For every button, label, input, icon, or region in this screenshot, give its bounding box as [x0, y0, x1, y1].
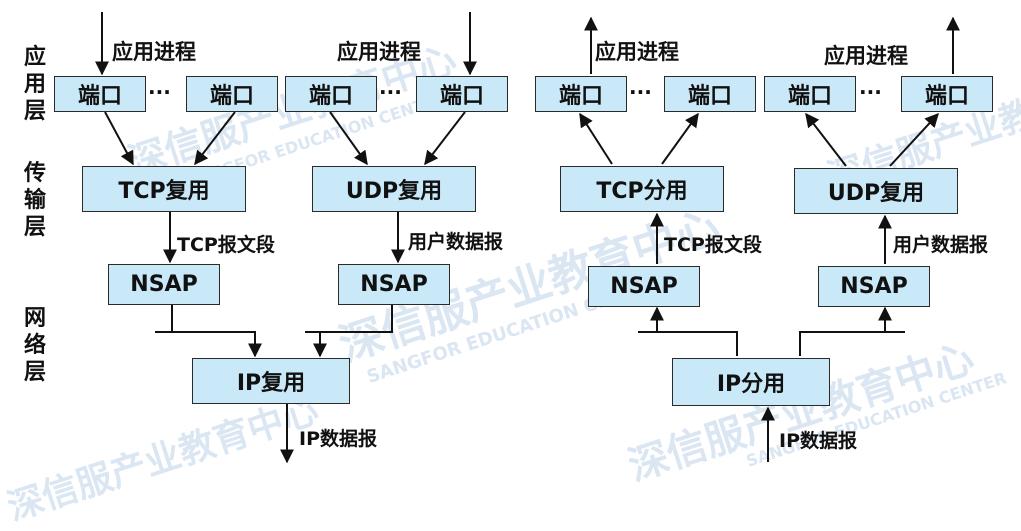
udp-mux-box: UDP复用 [794, 168, 958, 214]
ip-datagram-label: IP数据报 [779, 430, 857, 452]
nsap-box: NSAP [588, 266, 700, 307]
nsap-box: NSAP [108, 264, 220, 305]
app-process-label: 应用进程 [112, 40, 196, 64]
tcp-segment-label: TCP报文段 [664, 234, 762, 256]
ip-demux-box: IP分用 [672, 358, 830, 406]
udp-datagram-label: 用户数据报 [893, 234, 989, 256]
app-process-label: 应用进程 [337, 40, 421, 64]
ip-datagram-label: IP数据报 [299, 428, 377, 450]
port-box: 端口 [416, 76, 508, 112]
layer-label-transport: 传输层 [23, 161, 46, 240]
app-process-label: 应用进程 [824, 44, 908, 68]
ellipsis: ··· [859, 80, 882, 104]
port-box: 端口 [664, 76, 756, 112]
layer-label-network: 网络层 [23, 306, 46, 385]
ip-mux-box: IP复用 [192, 358, 350, 404]
multiplexing-diagram: 深信服产业教育中心 SANGFOR EDUCATION CENTER 深信服产业… [3, 12, 1021, 529]
nsap-box: NSAP [338, 264, 450, 305]
port-box: 端口 [901, 76, 993, 112]
ellipsis: ··· [629, 80, 652, 104]
port-box: 端口 [54, 76, 146, 112]
port-box: 端口 [764, 76, 856, 112]
tcp-mux-box: TCP复用 [82, 166, 246, 212]
nsap-box: NSAP [818, 266, 930, 307]
app-process-label: 应用进程 [595, 40, 679, 64]
ellipsis: ··· [379, 80, 402, 104]
connector-lines [95, 12, 960, 464]
udp-datagram-label: 用户数据报 [408, 231, 504, 253]
layer-label-application: 应用层 [23, 45, 46, 124]
tcp-segment-label: TCP报文段 [177, 234, 275, 256]
ellipsis: ··· [148, 80, 171, 104]
tcp-demux-box: TCP分用 [560, 166, 724, 212]
port-box: 端口 [535, 76, 627, 112]
port-box: 端口 [186, 76, 278, 112]
port-box: 端口 [285, 76, 377, 112]
udp-mux-box: UDP复用 [312, 166, 476, 212]
